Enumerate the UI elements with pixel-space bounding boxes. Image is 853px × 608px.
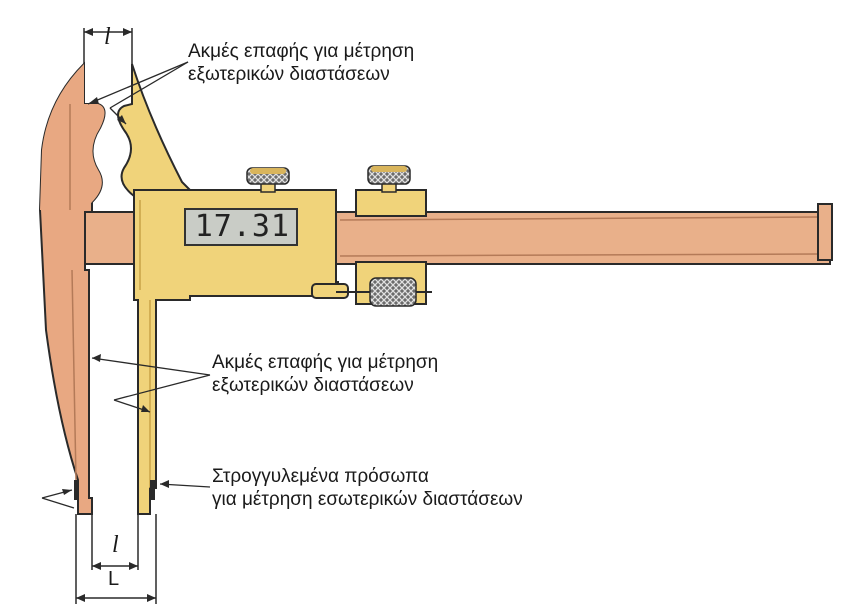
bottom-l-arrow-right-icon <box>129 562 138 570</box>
fine-adjust-screw-cap <box>371 166 407 172</box>
bottom-L-arrow-right-icon <box>147 594 156 602</box>
bottom-L-dim-label: L <box>108 568 120 590</box>
fine-adjust-wheel-knurl-icon[interactable] <box>369 277 417 307</box>
slider-body <box>133 189 339 515</box>
mid-leader-arrow-1-icon <box>92 354 101 362</box>
top-leader-arrow-2-icon <box>117 115 126 124</box>
bottom-L-arrow-left-icon <box>76 594 85 602</box>
fixed-jaw-edge <box>71 269 77 481</box>
fine-adjust-block <box>355 189 427 217</box>
beam-edge-line <box>339 216 819 221</box>
bottom-leader-arrow-1-icon <box>160 480 169 488</box>
fixed-jaw-upper-fill <box>40 64 105 210</box>
bottom-label-line1: Στρογγυλεμένα πρόσωπα <box>212 466 429 487</box>
fixed-jaw-tip-nib <box>74 480 79 500</box>
top-dim-arrow-right-icon <box>123 28 132 36</box>
mid-leader-2 <box>113 374 211 401</box>
bottom-label-line2: για μέτρηση εσωτερικών διαστάσεων <box>212 489 523 510</box>
top-dim-arrow-left-icon <box>84 28 93 36</box>
bottom-leader-arrow-2-icon <box>62 489 72 495</box>
bottom-l-dim-label: l <box>112 532 119 558</box>
sliding-jaw-tip-nib <box>150 480 155 500</box>
top-dim-label: l <box>104 24 111 50</box>
top-label-line1: Ακμές επαφής για μέτρηση <box>188 41 415 62</box>
slider-screw-cap <box>250 168 286 174</box>
sliding-jaw-upper <box>117 63 199 197</box>
mid-label-line2: εξωτερικών διαστάσεων <box>212 375 414 396</box>
beam-end-cap <box>817 203 833 261</box>
mid-label-line1: Ακμές επαφής για μέτρηση <box>212 352 439 373</box>
top-leader-2 <box>109 61 189 109</box>
top-leader-arrow-1-icon <box>88 97 99 104</box>
bottom-leader-3 <box>41 497 75 509</box>
mid-leader-arrow-2-icon <box>141 405 150 412</box>
bottom-l-arrow-left-icon <box>92 562 101 570</box>
top-label-line2: εξωτερικών διαστάσεων <box>188 64 390 85</box>
top-leader-1 <box>87 61 189 105</box>
beam-edge-line <box>339 253 819 257</box>
mid-leader-1 <box>91 357 211 376</box>
digital-display: 17.31 <box>184 208 298 246</box>
